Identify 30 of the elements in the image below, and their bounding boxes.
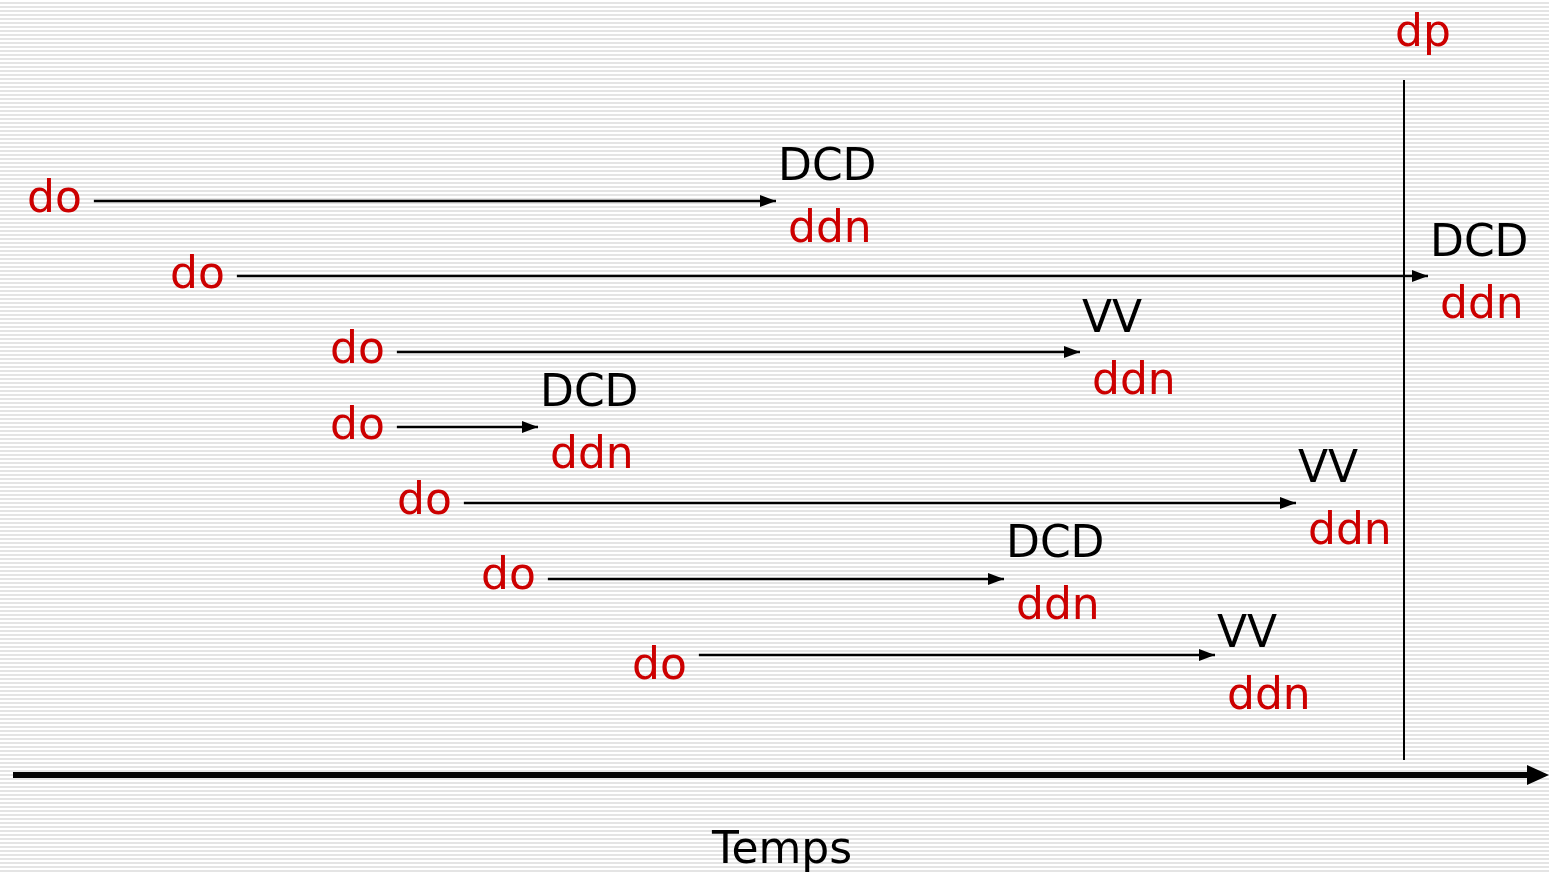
- event-label: VV: [1217, 605, 1278, 659]
- date-label: dp: [1395, 5, 1451, 57]
- date-label: ddn: [1440, 276, 1524, 330]
- start-date-label: do: [330, 322, 385, 374]
- event-label: VV: [1298, 440, 1359, 494]
- start-date-label: do: [481, 548, 536, 600]
- date-label: ddn: [1227, 667, 1311, 721]
- event-label: VV: [1082, 290, 1143, 344]
- event-label: DCD: [778, 138, 877, 192]
- event-label: DCD: [540, 364, 639, 418]
- arrow: [236, 270, 1428, 282]
- start-date-label: do: [397, 473, 452, 525]
- date-label: ddn: [1016, 577, 1100, 631]
- date-label: ddn: [788, 200, 872, 254]
- date-label: ddn: [550, 426, 634, 480]
- start-date-label: do: [27, 171, 82, 223]
- event-label: DCD: [1006, 515, 1105, 569]
- start-date-label: do: [632, 638, 687, 690]
- arrow: [396, 346, 1080, 358]
- arrow: [698, 649, 1215, 661]
- arrow: [93, 195, 776, 207]
- date-label: ddn: [1092, 352, 1176, 406]
- arrow: [463, 497, 1296, 509]
- arrow: [547, 573, 1004, 585]
- date-label: ddn: [1308, 502, 1392, 556]
- start-date-label: do: [330, 398, 385, 450]
- arrow: [396, 421, 538, 433]
- axis-title: Temps: [712, 822, 853, 873]
- event-label: DCD: [1430, 214, 1529, 268]
- start-date-label: do: [170, 247, 225, 299]
